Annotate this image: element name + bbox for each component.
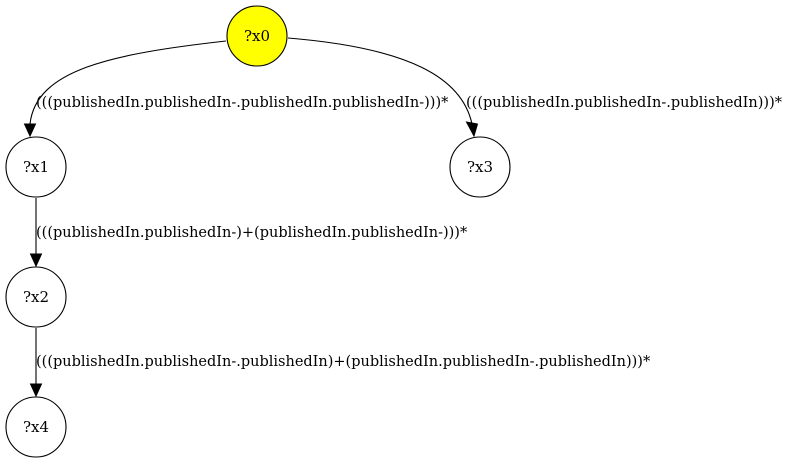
node-circle-x1 — [5, 136, 67, 198]
arrowhead-x0-x1 — [23, 123, 37, 138]
edge-label-x0-x3: (((publishedIn.publishedIn-.publishedIn)… — [466, 95, 783, 111]
arrowhead-x0-x3 — [465, 121, 479, 138]
node-x1[interactable]: ?x1 — [5, 136, 67, 198]
edge-line-x0-x1 — [29, 40, 227, 125]
edge-label-x0-x1: (((publishedIn.publishedIn-.publishedIn.… — [36, 95, 449, 111]
node-label-x4: ?x4 — [23, 418, 49, 436]
edge-x0-x1[interactable]: (((publishedIn.publishedIn-.publishedIn.… — [23, 40, 450, 138]
node-x3[interactable]: ?x3 — [449, 136, 511, 198]
node-circle-x0 — [226, 5, 288, 67]
node-label-x0: ?x0 — [244, 27, 270, 45]
edge-x1-x2[interactable]: (((publishedIn.publishedIn-)+(publishedI… — [29, 198, 468, 268]
edge-line-x0-x3 — [287, 37, 473, 125]
arrowhead-x1-x2 — [29, 253, 43, 268]
node-label-x3: ?x3 — [467, 158, 493, 176]
node-circle-x4 — [5, 396, 67, 458]
edge-label-x2-x4: (((publishedIn.publishedIn-.publishedIn)… — [36, 354, 651, 370]
node-x2[interactable]: ?x2 — [5, 266, 67, 328]
node-label-x1: ?x1 — [23, 158, 49, 176]
node-circle-x2 — [5, 266, 67, 328]
node-label-x2: ?x2 — [23, 288, 49, 306]
edge-x2-x4[interactable]: (((publishedIn.publishedIn-.publishedIn)… — [29, 328, 651, 398]
edge-x0-x3[interactable]: (((publishedIn.publishedIn-.publishedIn)… — [287, 37, 783, 138]
node-x4[interactable]: ?x4 — [5, 396, 67, 458]
edge-label-x1-x2: (((publishedIn.publishedIn-)+(publishedI… — [36, 225, 468, 241]
node-circle-x3 — [449, 136, 511, 198]
node-x0[interactable]: ?x0 — [226, 5, 288, 67]
arrowhead-x2-x4 — [29, 383, 43, 398]
